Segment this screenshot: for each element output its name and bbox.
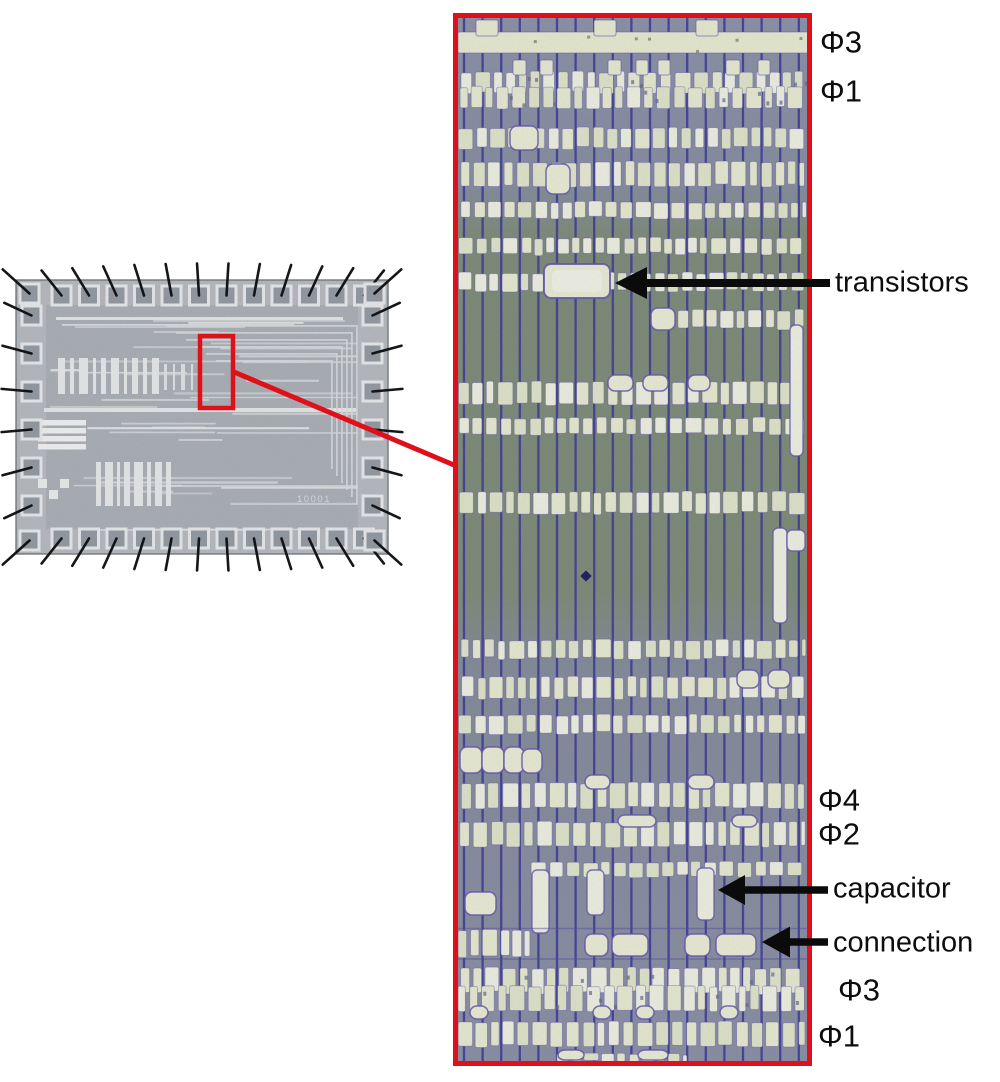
label-phi2: Φ2 (818, 816, 860, 852)
micrograph-detail-photo (458, 18, 808, 1061)
label-transistors: transistors (835, 266, 969, 299)
capacitor-arrow (718, 875, 828, 905)
label-connection: connection (833, 926, 974, 959)
label-phi1-top: Φ1 (820, 73, 862, 109)
label-phi1-bottom: Φ1 (818, 1018, 860, 1054)
annotation-arrows (615, 267, 830, 958)
transistors-arrow (615, 267, 830, 299)
micrograph-red-frame (453, 13, 812, 1066)
label-phi4: Φ4 (818, 782, 860, 818)
label-phi3-bottom: Φ3 (838, 972, 880, 1008)
zoom-region-rect (197, 333, 236, 411)
label-phi3-top: Φ3 (820, 24, 862, 60)
zoom-callout (197, 333, 462, 471)
label-capacitor: capacitor (833, 872, 951, 905)
connection-arrow (762, 926, 828, 958)
